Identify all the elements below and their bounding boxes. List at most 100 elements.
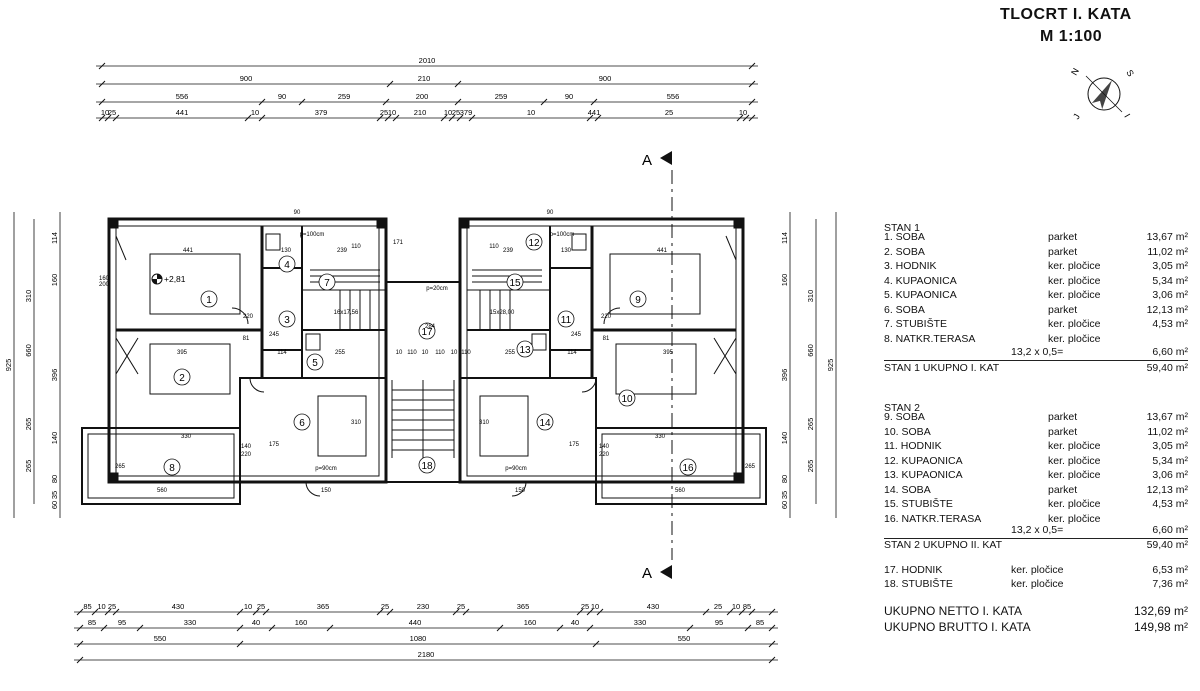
left-dimension: 396 (50, 369, 59, 382)
room-number: 4 (284, 260, 290, 271)
plan-label: p=90cm (505, 466, 527, 472)
plan-label: 239 (337, 248, 348, 254)
bottom-dimension: 2180 (418, 650, 435, 659)
room-number: 16 (682, 463, 694, 474)
room-finish: parket (1048, 411, 1078, 423)
top-dimension: 259 (495, 92, 508, 101)
plan-label: p=20cm (426, 286, 448, 292)
room-number: 8 (169, 463, 175, 474)
plan-label: 10 (422, 350, 429, 356)
top-dimension: 379 (315, 108, 328, 117)
stan1-header: STAN 1 (884, 222, 920, 234)
legend-row: 5. KUPAONICA ker. pločice 3,06 m² (884, 289, 1188, 303)
room-name: 6. SOBA (884, 303, 925, 316)
room-number-circle (278, 255, 296, 273)
room-area: 13,67 m² (1146, 231, 1188, 243)
brutto-row: UKUPNO BRUTTO I. KATA 149,98 m² (884, 620, 1188, 634)
right-dimension: 60 (780, 501, 789, 509)
common-finish: ker. pločice (1011, 564, 1064, 576)
bottom-dimension: 85 (756, 618, 764, 627)
plan-label: 560 (157, 488, 168, 494)
room-name: 12. KUPAONICA (884, 454, 963, 467)
bottom-dimension: 25 (257, 602, 265, 611)
left-dimension: 60 (50, 501, 59, 509)
bottom-dimension: 40 (571, 618, 579, 627)
room-number: 12 (528, 238, 540, 249)
netto-label: UKUPNO NETTO I. KATA (884, 604, 1023, 618)
room-name: 13. KUPAONICA (884, 469, 963, 481)
stan1-total-area: 59,40 m² (1146, 362, 1188, 374)
room-number-circle (557, 310, 575, 328)
plan-label: p=100cm (300, 232, 325, 238)
top-dimension: 900 (240, 74, 253, 83)
plan-label: 265 (115, 464, 126, 470)
room-name: 5. KUPAONICA (884, 289, 957, 301)
common-name: 18. STUBIŠTE (884, 578, 953, 590)
room-number-circle (679, 458, 697, 476)
room-finish: ker. pločice (1048, 289, 1101, 301)
stan2-total-area: 59,40 m² (1146, 539, 1188, 551)
stan1-total-label: STAN 1 UKUPNO I. KAT (884, 362, 1000, 374)
room-area: 3,05 m² (1152, 260, 1188, 272)
plan-label: 110 (435, 350, 445, 356)
bottom-dimension: 95 (118, 618, 126, 627)
right-dimension: 80 (780, 475, 789, 483)
top-dimension: 25 (380, 108, 388, 117)
bottom-dimension: 95 (715, 618, 723, 627)
plan-label: 245 (571, 332, 582, 338)
bottom-dimension: 10 (591, 602, 599, 611)
room-finish: ker. pločice (1048, 512, 1101, 525)
room-finish: parket (1048, 303, 1078, 316)
room-number-circle (418, 456, 436, 474)
section-label-top: A (642, 152, 652, 169)
room-area: 3,06 m² (1152, 289, 1188, 301)
top-dimension: 200 (416, 92, 429, 101)
room-area: 11,02 m² (1147, 425, 1188, 438)
right-dimension: 35 (780, 491, 789, 499)
right-dimension: 265 (806, 460, 815, 473)
room-area: 4,53 m² (1152, 498, 1188, 510)
common-area: 6,53 m² (1152, 564, 1188, 576)
stan1-total-row: STAN 1 UKUPNO I. KAT 59,40 m² (884, 362, 1188, 376)
room-number: 18 (421, 461, 433, 472)
room-number-circle (200, 290, 218, 308)
plan-label: 114 (277, 350, 287, 356)
plan-label: 220 (243, 314, 254, 320)
bottom-dimension: 1080 (410, 634, 427, 643)
room-finish: parket (1048, 483, 1078, 496)
stan1-calc: 13,2 x 0,5= (1011, 346, 1064, 358)
section-label-bottom: A (642, 565, 652, 582)
room-number-circle (536, 413, 554, 431)
room-area: 5,34 m² (1152, 274, 1188, 287)
room-finish: ker. pločice (1048, 318, 1101, 330)
plan-label: 150 (515, 488, 526, 494)
bottom-dimension: 330 (634, 618, 647, 627)
top-dimension: 556 (176, 92, 189, 101)
plan-label: 81 (603, 336, 610, 342)
right-dimension: 265 (806, 418, 815, 431)
room-name: 7. STUBIŠTE (884, 318, 948, 330)
room-number-circle (525, 233, 543, 251)
bottom-dimension: 25 (457, 602, 465, 611)
plan-label: 395 (663, 350, 674, 356)
plan-label: 140 (599, 444, 610, 450)
plan-label: 255 (505, 350, 516, 356)
plan-label: 110 (351, 244, 361, 250)
plan-label: 10 (396, 350, 403, 356)
sheet-scale: M 1:100 (1040, 28, 1103, 45)
room-area: 13,67 m² (1146, 411, 1188, 423)
bottom-dimension: 550 (678, 634, 691, 643)
north-arrow-icon (1085, 75, 1123, 113)
bottom-dimension: 10 (244, 602, 252, 611)
room-name: 1. SOBA (884, 231, 925, 243)
room-number: 14 (539, 418, 551, 429)
